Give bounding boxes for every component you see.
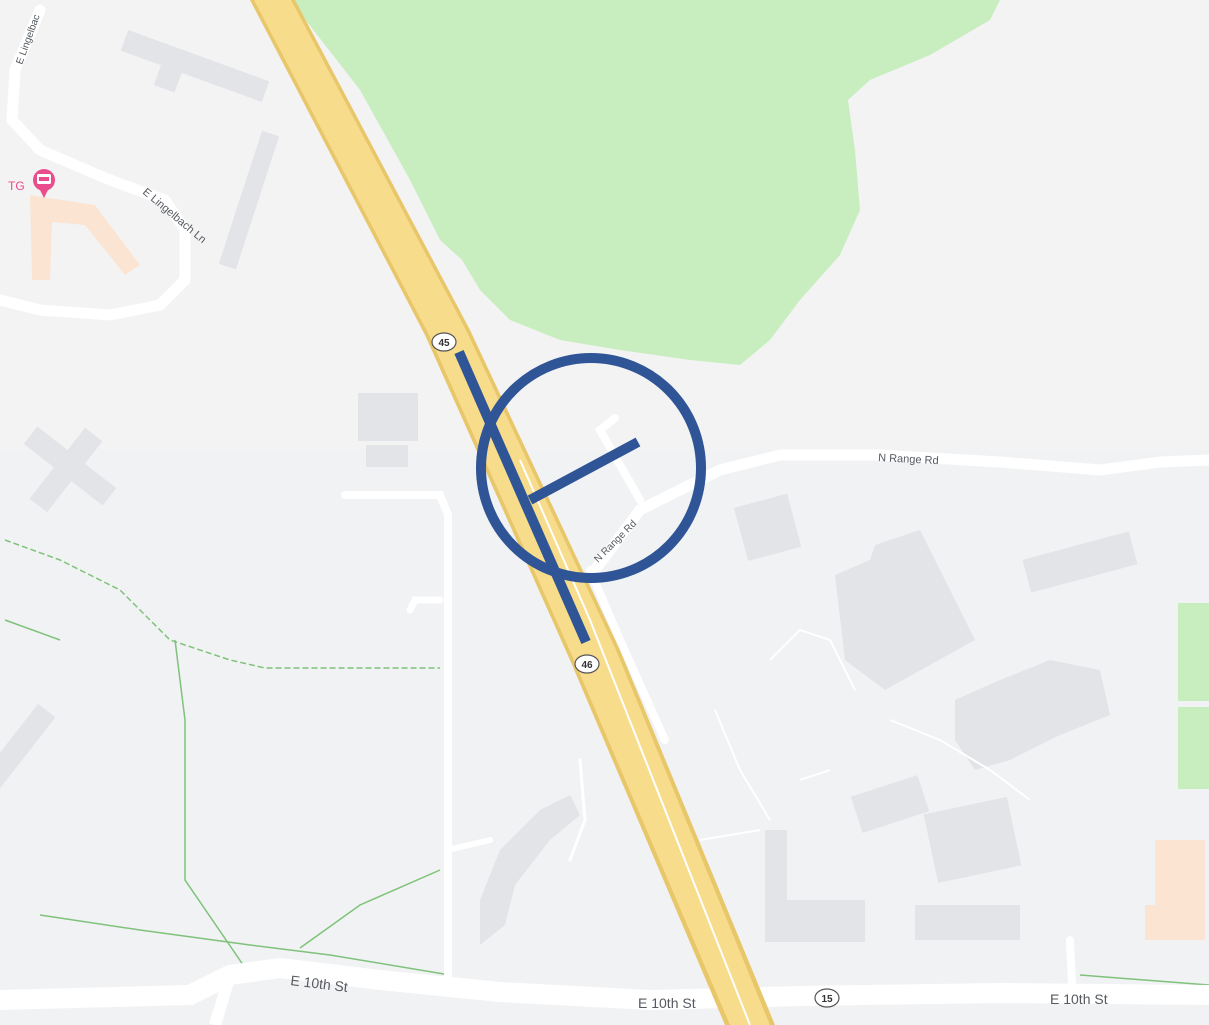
trail (39, 914, 451, 976)
route-shield-15: 15 (814, 988, 840, 1008)
trail (299, 869, 441, 949)
poi-hotel[interactable]: TG (8, 169, 55, 198)
building (915, 905, 1020, 940)
path (699, 829, 761, 841)
road-n-range-rd (589, 449, 1209, 576)
park-area-east (1178, 603, 1209, 701)
route-shield-46: 46 (574, 654, 600, 674)
trail (4, 539, 440, 669)
path (714, 709, 771, 821)
street-label-e-10th-st: E 10th St (638, 995, 696, 1011)
road (341, 491, 452, 984)
building (850, 775, 930, 833)
highway-median (519, 459, 751, 1025)
building (358, 393, 418, 441)
building (29, 427, 103, 513)
route-shield-45-label: 45 (438, 338, 450, 349)
road (406, 596, 444, 614)
road-frontage (586, 566, 669, 744)
trails (4, 539, 1209, 986)
road (445, 837, 493, 853)
street-label-e-10th-st: E 10th St (1050, 991, 1108, 1007)
building-commercial (30, 195, 140, 280)
road-e-10th-st (0, 957, 1209, 1011)
park-area-east-2 (1178, 707, 1209, 789)
route-shield-46-label: 46 (581, 660, 593, 671)
path (769, 628, 856, 691)
marker-stick (454, 349, 591, 645)
street-label-e-10th-st: E 10th St (290, 972, 349, 995)
buildings (0, 30, 1138, 945)
trail (4, 619, 61, 641)
building-commercial (1145, 905, 1165, 940)
local-roads (0, 4, 1209, 989)
commercial-buildings (30, 195, 1205, 940)
route-shield-15-label: 15 (821, 994, 833, 1005)
service-paths (699, 628, 1031, 841)
highway (254, 0, 770, 1025)
building (218, 130, 280, 270)
building (923, 796, 1022, 883)
building (733, 493, 802, 562)
path (889, 719, 1031, 801)
building (955, 660, 1110, 770)
building (835, 530, 975, 690)
marker-branch (527, 437, 641, 505)
road-lingelbach-loop (0, 4, 191, 321)
building (765, 900, 865, 942)
building (153, 47, 189, 93)
building (1022, 531, 1138, 593)
circle-stick-marker-icon (454, 349, 706, 645)
trail (174, 639, 251, 976)
building (480, 795, 580, 945)
trail (1079, 974, 1209, 986)
building (765, 830, 787, 910)
route-shield-45: 45 (431, 332, 457, 352)
building (120, 30, 270, 102)
road (1066, 936, 1076, 989)
road (568, 758, 587, 862)
path (799, 769, 831, 781)
poi-label: TG (8, 179, 25, 193)
marker-circle (476, 353, 706, 583)
street-label-n-range-rd: N Range Rd (878, 452, 939, 467)
park-area (290, 0, 1000, 365)
road-e-10th-st-spur (209, 973, 236, 1025)
building (366, 445, 408, 467)
building (0, 703, 56, 797)
road-ramp (594, 414, 644, 504)
